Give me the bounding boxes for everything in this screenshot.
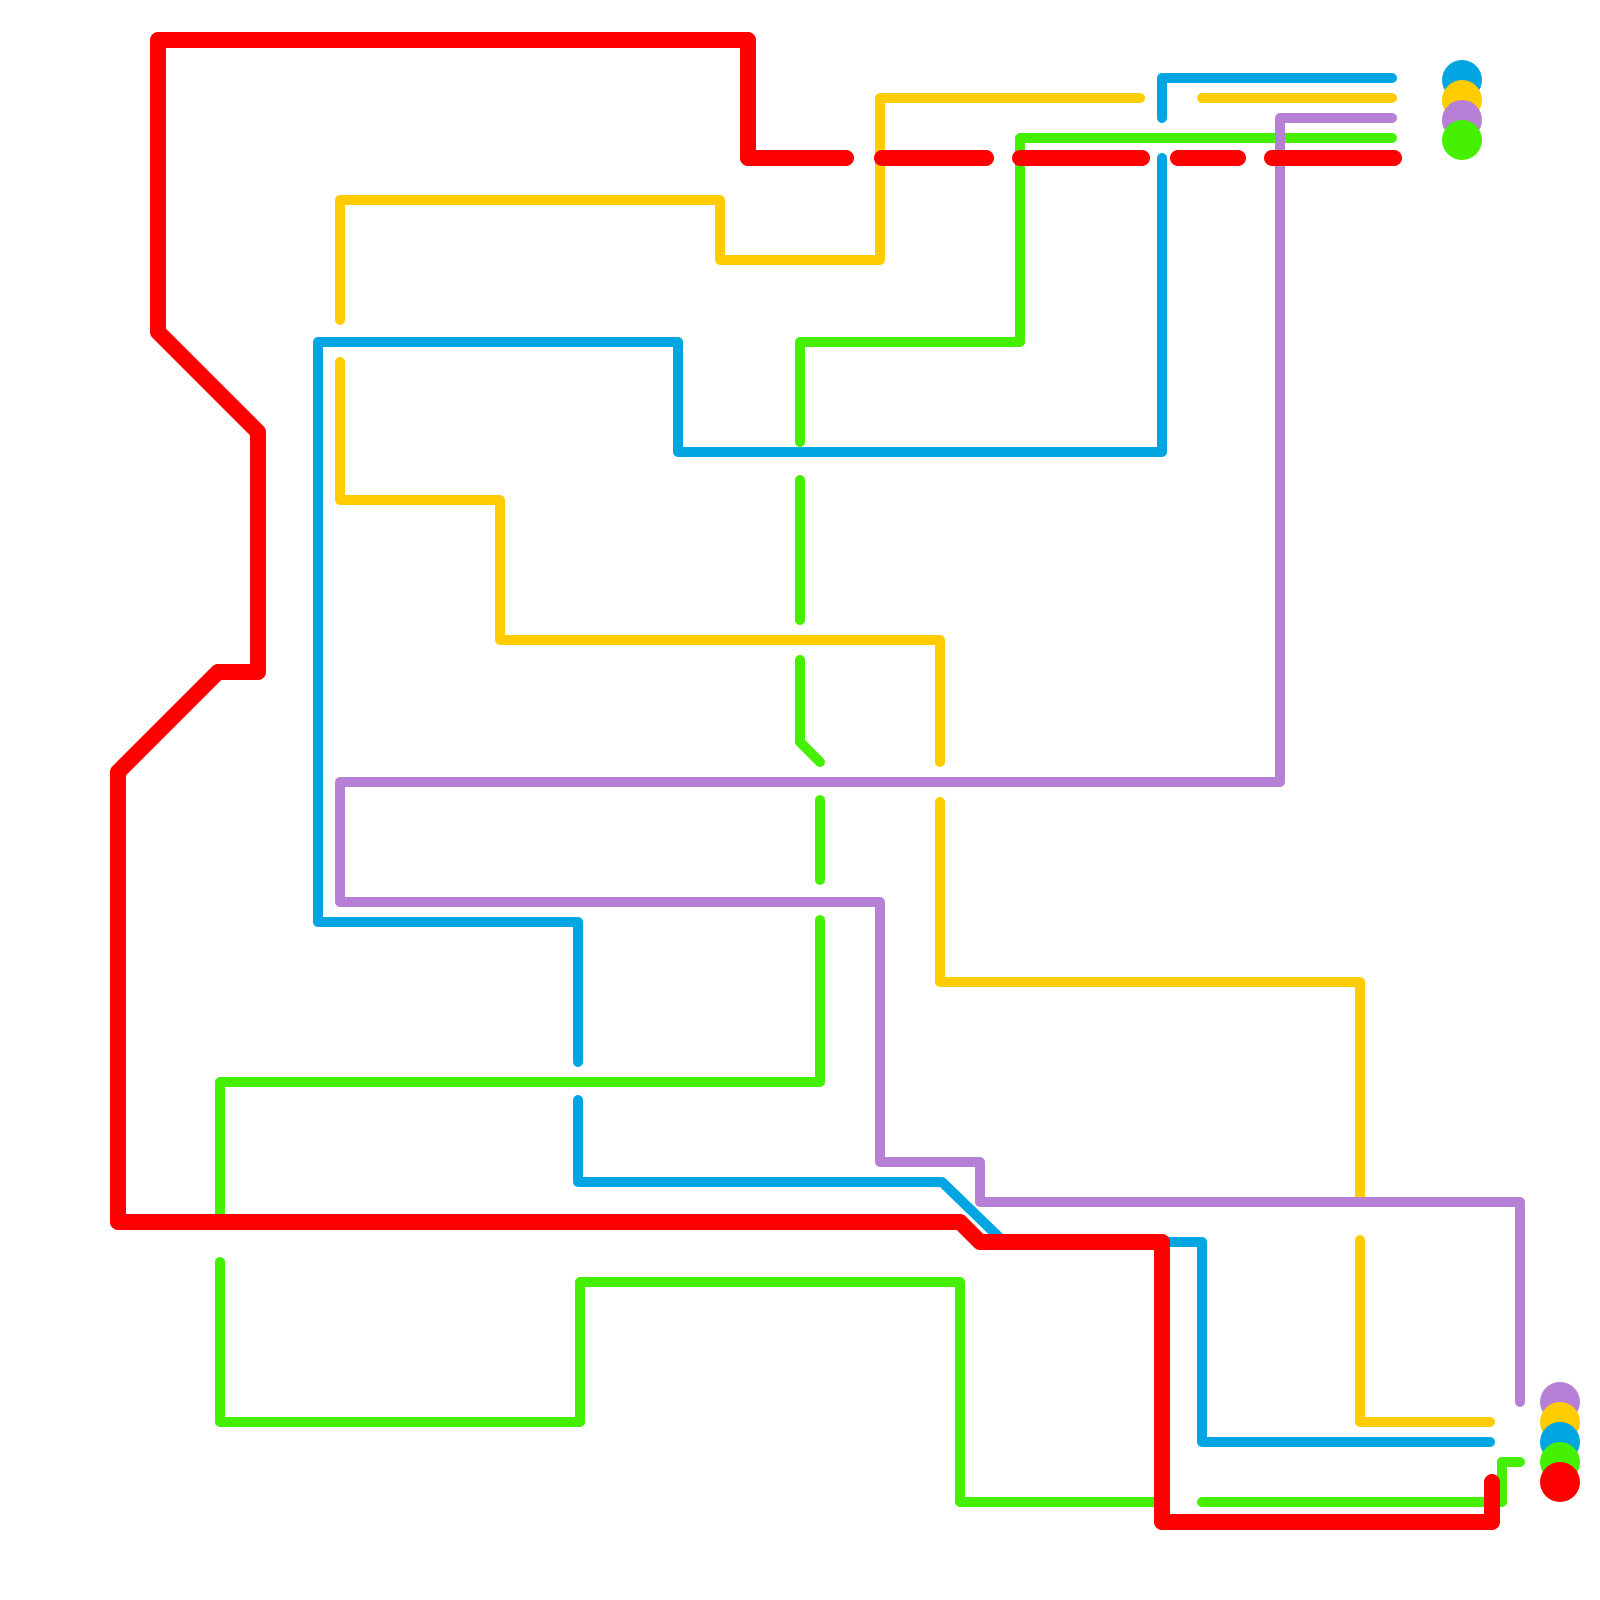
yellow-line-segment-4 [1355, 1235, 1495, 1427]
terminal-markers [1442, 60, 1580, 1502]
green-line-segment-7 [215, 1257, 1167, 1507]
red-line-segment-6 [110, 32, 1500, 1530]
route-red [110, 32, 1500, 1530]
yellow-line-segment-3 [935, 797, 1365, 1205]
route-yellow [335, 93, 1495, 1427]
green-line-segment-2 [795, 133, 1267, 447]
terminal-dot-green-top-right [1442, 120, 1482, 160]
yellow-line-segment-2 [335, 357, 945, 767]
green-line-segment-8 [1197, 1457, 1525, 1507]
blue-line-segment-2 [313, 153, 1167, 1067]
terminal-dot-red-bottom-right [1540, 1462, 1580, 1502]
yellow-line-segment-1 [335, 93, 1145, 325]
purple-line-segment-1 [335, 113, 1525, 1407]
green-line-segment-4 [795, 655, 825, 767]
route-green [215, 133, 1525, 1507]
green-line-segment-6 [215, 915, 825, 1227]
blue-line-segment-1 [1157, 73, 1397, 123]
route-purple [335, 113, 1525, 1407]
